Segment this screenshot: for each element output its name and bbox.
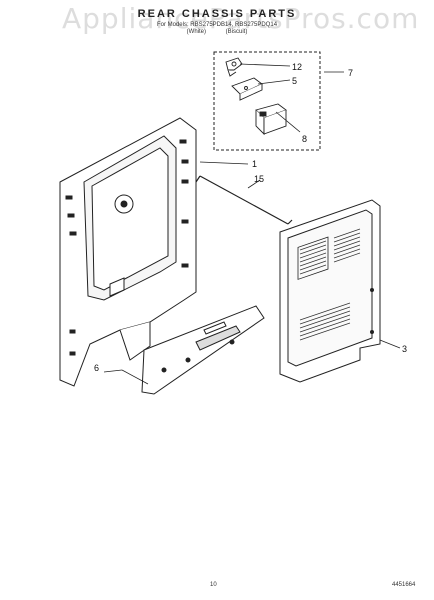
callout-7: 7 (348, 68, 353, 78)
callout-1: 1 (252, 159, 257, 169)
callout-5: 5 (292, 76, 297, 86)
diagram-header: REAR CHASSIS PARTS For Models: RBS275PDB… (0, 8, 434, 35)
model-list: For Models: RBS275PDB14, RBS275PDQ14 (156, 22, 278, 28)
color-list: (White) (Biscuit) (186, 29, 248, 35)
part-8-relay (255, 103, 287, 136)
callout-3: 3 (402, 344, 407, 354)
callout-8: 8 (302, 134, 307, 144)
part-number: 4451664 (392, 582, 416, 588)
callout-12: 12 (292, 62, 302, 72)
part-15-rod (195, 175, 293, 225)
callout-15: 15 (254, 174, 264, 184)
part-12-clip (225, 57, 243, 77)
callout-6: 6 (94, 363, 99, 373)
part-5-bracket (231, 77, 263, 101)
part-3-rear-cover (279, 199, 381, 383)
page-number: 10 (210, 582, 217, 588)
subassembly-box (213, 51, 321, 151)
part-6-access-plate (141, 305, 265, 395)
watermark-logo: AppliancePartsPros.com (62, 2, 420, 35)
part-1-rear-panel (59, 117, 197, 387)
subassembly-leaders (239, 63, 344, 133)
callout-leaders (103, 161, 401, 385)
diagram-title: REAR CHASSIS PARTS (137, 8, 297, 20)
